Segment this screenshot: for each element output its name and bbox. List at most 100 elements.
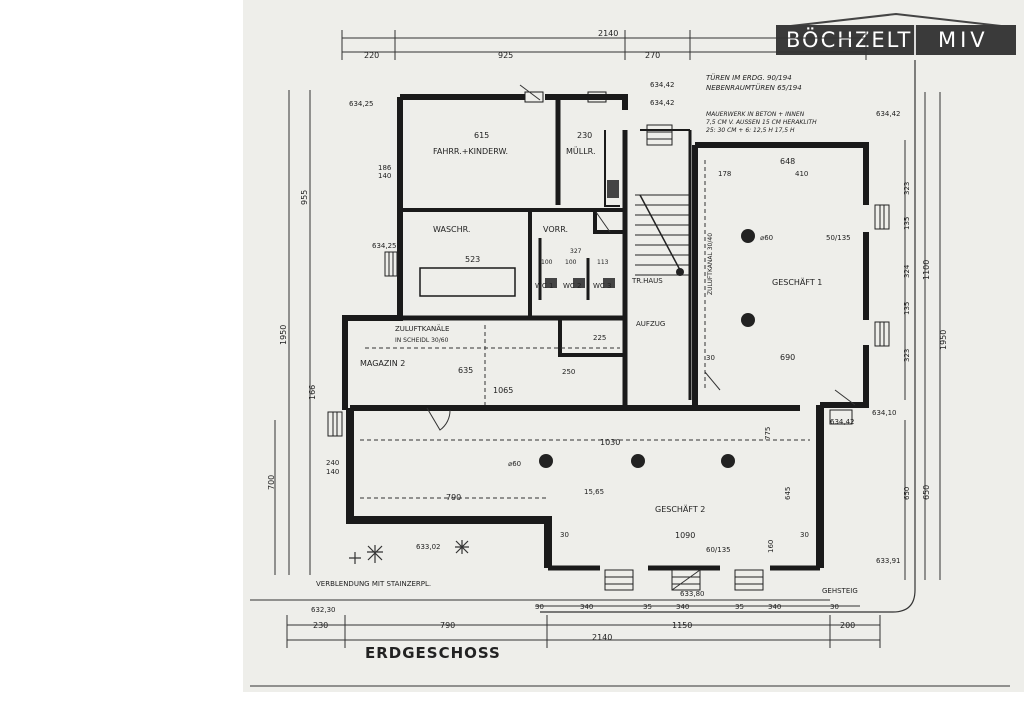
room-wc1: WC 1 <box>535 282 554 290</box>
logo-roof-line <box>781 12 1011 28</box>
dim-top-total: 2140 <box>598 29 618 38</box>
room-vorr: VORR. <box>543 225 568 234</box>
dim-top-c: 270 <box>645 51 660 60</box>
dim-mid-30c: 30 <box>706 354 715 362</box>
room-fahrrad: FAHRR.+KINDERW. <box>433 147 508 156</box>
dim-r1: 323 <box>903 182 911 195</box>
level-6: 634,10 <box>872 409 897 417</box>
room-wc2: WC 2 <box>563 282 582 290</box>
level-10: 632,30 <box>311 606 336 614</box>
room-wc3: WC 3 <box>593 282 612 290</box>
dim-sb-a: 30 <box>535 603 544 611</box>
dim-left-855: 166 <box>308 385 317 400</box>
cladding-label: VERBLENDUNG MIT STAINZERPL. <box>316 580 431 588</box>
notes: TÜREN IM ERDG. 90/194 NEBENRAUMTÜREN 65/… <box>706 73 817 134</box>
dim-col1: ⌀60 <box>508 460 521 468</box>
dim-sb-f: 340 <box>768 603 781 611</box>
dim-mag-w3: 250 <box>562 368 575 376</box>
dim-sb-c: 35 <box>643 603 652 611</box>
dim-mag-w2: 1065 <box>493 386 513 395</box>
room-shop1: GESCHÄFT 1 <box>772 277 822 287</box>
door-swings <box>426 84 856 591</box>
dim-right-lower: 650 <box>922 485 931 500</box>
dim-mag-w4: 225 <box>593 334 606 342</box>
level-5: 634,25 <box>372 242 397 250</box>
note-doors-2: NEBENRAUMTÜREN 65/194 <box>706 83 802 92</box>
dim-bottom-c: 1150 <box>672 621 692 630</box>
brand-name-right: MIV <box>938 28 989 52</box>
room-shop2: GESCHÄFT 2 <box>655 504 705 514</box>
dim-g1-w2: 410 <box>795 170 808 178</box>
dim-sb-b: 340 <box>580 603 593 611</box>
plan-title: ERDGESCHOSS <box>365 644 501 662</box>
dim-left-upper: 955 <box>300 190 309 205</box>
level-9: 633,80 <box>680 590 705 598</box>
plants <box>349 540 469 564</box>
dim-g2-w4: 15,65 <box>584 488 604 496</box>
duct-label: ZULUFTKANÄLE <box>395 324 449 333</box>
dimension-lines <box>250 30 1010 687</box>
dim-right-total: 1950 <box>939 330 948 350</box>
dim-g1-w3: 690 <box>780 353 795 362</box>
dim-wc-w2: 100 <box>565 259 577 266</box>
duct-lines <box>360 160 810 499</box>
dim-left-lower: 700 <box>267 475 276 490</box>
dim-r-lower: 650 <box>903 487 911 500</box>
entrance-steps <box>327 124 890 591</box>
sidewalk-label: GEHSTEIG <box>822 587 858 595</box>
dim-bottom-a: 230 <box>313 621 328 630</box>
duct-label-2: IN SCHEIDL 30/60 <box>395 337 449 344</box>
note-doors-1: TÜREN IM ERDG. 90/194 <box>706 73 792 82</box>
dim-g2-w3: 790 <box>446 493 461 502</box>
dim-bottom-total: 2140 <box>592 633 612 642</box>
dim-wc-w3: 113 <box>597 259 609 266</box>
dim-g2-w: 1030 <box>600 438 620 447</box>
room-magazin: MAGAZIN 2 <box>360 359 405 368</box>
level-7: 634,42 <box>830 418 855 426</box>
room-muell: MÜLLR. <box>566 146 596 156</box>
duct-vertical-label: ZULUFTKANAL 30/40 <box>707 233 714 295</box>
level-1: 634,42 <box>650 81 675 89</box>
dim-mag-w: 635 <box>458 366 473 375</box>
level-8: 633,91 <box>876 557 901 565</box>
dim-wc-total: 327 <box>570 248 582 255</box>
dim-sb-e: 35 <box>735 603 744 611</box>
dim-g2-w2: 1090 <box>675 531 695 540</box>
level-11: 633,02 <box>416 543 441 551</box>
staircase <box>635 194 690 276</box>
dim-g1-w: 648 <box>780 157 795 166</box>
brand-separator <box>914 25 916 55</box>
dim-h-left-e: 240 <box>326 459 339 467</box>
dim-right-upper: 1100 <box>922 260 931 280</box>
level-4: 634,25 <box>349 100 374 108</box>
dim-h-left-d: 140 <box>378 172 391 180</box>
columns <box>539 229 755 468</box>
dim-r2: 324 <box>903 264 911 278</box>
dim-mid-30b: 30 <box>800 531 809 539</box>
level-marks: 634,42 634,42 634,42 634,25 634,25 634,1… <box>311 81 901 614</box>
dim-col-g1: ⌀60 <box>760 234 773 242</box>
dim-left-total: 1950 <box>279 325 288 345</box>
dim-r3: 323 <box>903 349 911 362</box>
level-2: 634,42 <box>650 99 675 107</box>
room-stairwell: TR.HAUS <box>631 277 663 285</box>
note-masonry-1: MAUERWERK IN BETON + INNEN <box>706 111 805 118</box>
dim-bottom-d: 200 <box>840 621 855 630</box>
dim-g1-a: 178 <box>718 170 731 178</box>
note-masonry-2: 7,5 CM V. AUSSEN 15 CM HERAKLITH <box>706 119 817 126</box>
brand-name-left: BÖCHZELT <box>786 28 913 52</box>
level-3: 634,42 <box>876 110 901 118</box>
dim-v5: 60/135 <box>706 546 731 554</box>
walls <box>342 91 869 571</box>
dim-v1: 645 <box>784 487 792 500</box>
dim-sb-g: 30 <box>830 603 839 611</box>
brand-logo: BÖCHZELT MIV <box>776 25 1016 55</box>
dim-wasch-w: 523 <box>465 255 480 264</box>
dim-r4: 135 <box>903 217 911 230</box>
dimension-texts: 2140 220 925 270 2140 230 790 1150 200 3… <box>267 29 948 642</box>
dim-sb-d: 340 <box>676 603 689 611</box>
dim-muell-w: 230 <box>577 131 592 140</box>
room-elevator: AUFZUG <box>636 320 665 328</box>
